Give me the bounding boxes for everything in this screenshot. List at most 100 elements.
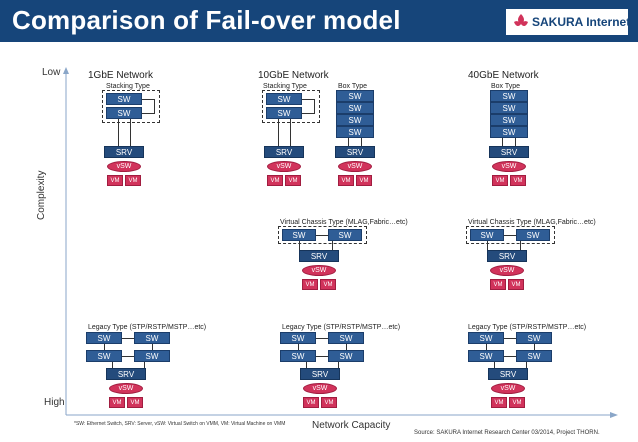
link: [298, 344, 299, 350]
virtual-machine: VM: [109, 397, 125, 408]
uplink: [361, 138, 362, 146]
virtual-machine: VM: [510, 175, 526, 186]
server: SRV: [487, 250, 527, 262]
network-10gbe-title: 10GbE Network: [258, 70, 329, 81]
uplink: [348, 138, 349, 146]
link: [504, 356, 516, 357]
legacy-type-label: Legacy Type (STP/RSTP/MSTP…etc): [468, 324, 587, 331]
virtual-switch: vSW: [303, 383, 337, 394]
virtual-machine: VM: [107, 175, 123, 186]
virtual-machine: VM: [127, 397, 143, 408]
switch: SW: [266, 107, 302, 119]
link: [122, 356, 134, 357]
uplink: [118, 119, 119, 146]
switch: SW: [336, 90, 374, 102]
link: [122, 338, 134, 339]
switch: SW: [328, 350, 364, 362]
switch: SW: [134, 332, 170, 344]
axis-network-capacity-label: Network Capacity: [312, 420, 391, 431]
switch: SW: [516, 350, 552, 362]
switch: SW: [470, 229, 504, 241]
server: SRV: [335, 146, 375, 158]
legacy-type-label: Legacy Type (STP/RSTP/MSTP…etc): [88, 324, 207, 331]
switch: SW: [490, 126, 528, 138]
vertical-axis-arrow: [63, 67, 69, 74]
server: SRV: [300, 368, 340, 380]
link: [534, 344, 535, 350]
virtual-machine: VM: [491, 397, 507, 408]
link: [104, 344, 105, 350]
virtual-machine: VM: [356, 175, 372, 186]
switch: SW: [86, 332, 122, 344]
uplink: [299, 241, 312, 250]
switch: SW: [516, 229, 550, 241]
server: SRV: [104, 146, 144, 158]
switch: SW: [280, 332, 316, 344]
server: SRV: [488, 368, 528, 380]
switch: SW: [266, 93, 302, 105]
uplink: [112, 362, 113, 368]
uplink: [306, 362, 307, 368]
switch: SW: [490, 114, 528, 126]
stack-link: [142, 99, 154, 100]
switch: SW: [336, 126, 374, 138]
switch: SW: [106, 107, 142, 119]
link: [346, 344, 347, 350]
stacking-group: [102, 90, 160, 123]
uplink: [502, 138, 503, 146]
switch: SW: [86, 350, 122, 362]
uplink: [332, 241, 333, 250]
logo: SAKURA Internet: [506, 9, 631, 35]
stacking-group: [262, 90, 320, 123]
switch: SW: [336, 102, 374, 114]
stack-link: [302, 113, 314, 114]
uplink: [526, 362, 527, 368]
uplink: [487, 241, 488, 250]
axis-low-label: Low: [42, 67, 61, 78]
switch: SW: [516, 332, 552, 344]
server: SRV: [264, 146, 304, 158]
box-type-label: Box Type: [338, 83, 368, 90]
stack-link: [142, 113, 154, 114]
switch: SW: [336, 114, 374, 126]
virtual-switch: vSW: [492, 161, 526, 172]
switch: SW: [328, 229, 362, 241]
server: SRV: [299, 250, 339, 262]
link: [316, 338, 328, 339]
virtual-machine: VM: [302, 279, 318, 290]
sakura-logo-icon: [514, 14, 528, 27]
virtual-machine: VM: [125, 175, 141, 186]
virtual-machine: VM: [285, 175, 301, 186]
virtual-machine: VM: [492, 175, 508, 186]
uplink: [290, 119, 291, 146]
virtual-chassis-group: [278, 226, 367, 244]
virtual-chassis-type-label: Virtual Chassis Type (MLAG,Fabric…etc): [280, 219, 408, 226]
logo-text: SAKURA Internet: [532, 15, 631, 29]
virtual-switch: vSW: [338, 161, 372, 172]
virtual-machine: VM: [320, 279, 336, 290]
virtual-switch: vSW: [491, 383, 525, 394]
link: [486, 344, 487, 350]
switch: SW: [282, 229, 316, 241]
virtual-machine: VM: [321, 397, 337, 408]
uplink: [338, 362, 339, 368]
virtual-chassis-type-label: Virtual Chassis Type (MLAG,Fabric…etc): [468, 219, 596, 226]
virtual-machine: VM: [508, 279, 524, 290]
uplink: [130, 119, 131, 146]
link: [152, 344, 153, 350]
stack-link: [154, 99, 155, 114]
switch: SW: [490, 90, 528, 102]
switch: SW: [468, 332, 504, 344]
stacking-type-label: Stacking Type: [106, 83, 150, 90]
virtual-switch: vSW: [490, 265, 524, 276]
axis-complexity-label: Complexity: [36, 170, 47, 220]
switch: SW: [106, 93, 142, 105]
virtual-machine: VM: [490, 279, 506, 290]
uplink: [494, 362, 495, 368]
stacking-type-label: Stacking Type: [263, 83, 307, 90]
switch: SW: [134, 350, 170, 362]
virtual-chassis-group: [466, 226, 555, 244]
peer-link: [316, 235, 328, 236]
uplink: [515, 138, 516, 146]
source-citation: Source: SAKURA Internet Research Center …: [414, 430, 600, 436]
